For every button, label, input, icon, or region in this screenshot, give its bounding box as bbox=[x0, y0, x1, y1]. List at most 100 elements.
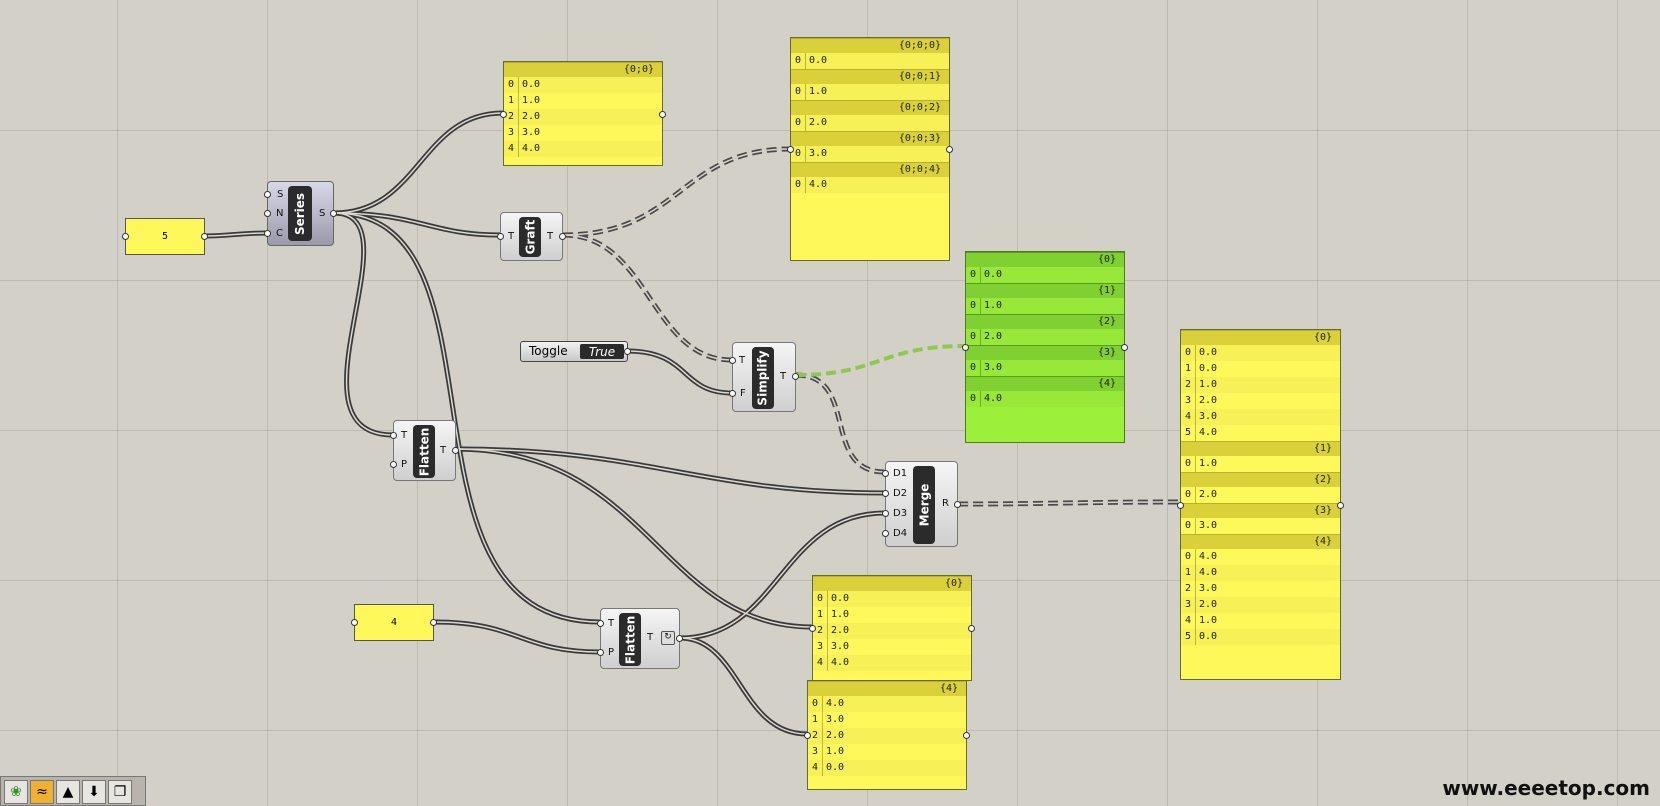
sprout-icon[interactable]: ❀ bbox=[4, 780, 28, 804]
item-index: 0 bbox=[795, 148, 802, 159]
item-value: 3.0 bbox=[831, 641, 850, 652]
graft-component[interactable]: T Graft T bbox=[497, 212, 566, 261]
item-index: 0 bbox=[970, 269, 977, 280]
output-t[interactable]: T bbox=[647, 632, 654, 643]
item-index: 2 bbox=[508, 111, 515, 122]
input-d2[interactable]: D2 bbox=[893, 488, 908, 499]
item-index: 1 bbox=[508, 95, 515, 106]
output-t[interactable]: T bbox=[547, 231, 554, 242]
item-index: 1 bbox=[817, 609, 824, 620]
item-value: 1.0 bbox=[831, 609, 850, 620]
item-index: 1 bbox=[812, 714, 819, 725]
boolean-toggle[interactable]: Toggle True bbox=[520, 341, 631, 362]
item-value: 4.0 bbox=[1199, 551, 1218, 562]
item-value: 3.0 bbox=[1199, 411, 1218, 422]
input-s[interactable]: S bbox=[277, 189, 284, 200]
branch-path: {2} bbox=[1181, 472, 1340, 487]
item-index: 0 bbox=[812, 698, 819, 709]
input-t[interactable]: T bbox=[508, 231, 515, 242]
input-p[interactable]: P bbox=[401, 459, 408, 470]
item-index: 0 bbox=[970, 393, 977, 404]
wire bbox=[202, 230, 270, 239]
flatten-path-icon[interactable]: ↻ bbox=[661, 631, 675, 645]
item-index: 0 bbox=[1185, 551, 1192, 562]
input-t[interactable]: T bbox=[401, 430, 408, 441]
input-p[interactable]: P bbox=[608, 647, 615, 658]
simplify-component[interactable]: T F Simplify T bbox=[729, 342, 799, 412]
branch-path: {1} bbox=[966, 283, 1124, 298]
output-t[interactable]: T bbox=[440, 445, 447, 456]
input-n[interactable]: N bbox=[276, 208, 284, 219]
item-index: 2 bbox=[1185, 583, 1192, 594]
branch-path: {1} bbox=[1181, 441, 1340, 456]
component-nickname: Series bbox=[288, 186, 312, 241]
sound-wave-icon[interactable]: ≈ bbox=[30, 780, 54, 804]
wire bbox=[677, 635, 810, 737]
series-component[interactable]: S N C Series S bbox=[264, 181, 337, 246]
item-value: 4.0 bbox=[831, 657, 850, 668]
input-t[interactable]: T bbox=[739, 355, 746, 366]
flatten-component[interactable]: T P Flatten T bbox=[390, 420, 459, 481]
item-value: 3.0 bbox=[809, 148, 828, 159]
item-index: 4 bbox=[1185, 411, 1192, 422]
item-index: 1 bbox=[1185, 363, 1192, 374]
component-nickname: Graft bbox=[519, 217, 541, 257]
download-icon[interactable]: ⬇ bbox=[82, 780, 106, 804]
branch-path: {0} bbox=[813, 576, 971, 591]
input-d1[interactable]: D1 bbox=[893, 468, 908, 479]
input-d4[interactable]: D4 bbox=[893, 528, 908, 539]
tree-icon[interactable]: ▲ bbox=[56, 780, 80, 804]
item-index: 2 bbox=[1185, 379, 1192, 390]
output-r[interactable]: R bbox=[942, 498, 949, 509]
item-value: 2.0 bbox=[809, 117, 828, 128]
merge-component[interactable]: D1 D2 D3 D4 Merge R bbox=[882, 461, 961, 547]
toggle-value[interactable]: True bbox=[580, 344, 624, 359]
input-f[interactable]: F bbox=[740, 388, 746, 399]
item-index: 0 bbox=[970, 300, 977, 311]
item-value: 0.0 bbox=[826, 762, 845, 773]
item-index: 3 bbox=[1185, 599, 1192, 610]
stack-icon[interactable]: ❐ bbox=[108, 780, 132, 804]
item-value: 1.0 bbox=[826, 746, 845, 757]
output-t[interactable]: T bbox=[780, 371, 787, 382]
output-s[interactable]: S bbox=[319, 208, 326, 219]
number-slider-count[interactable]: 5 bbox=[122, 218, 208, 255]
input-c[interactable]: C bbox=[276, 228, 283, 239]
wire bbox=[331, 210, 396, 438]
input-t[interactable]: T bbox=[608, 618, 615, 629]
item-value: 1.0 bbox=[1199, 458, 1218, 469]
component-nickname: Simplify bbox=[752, 347, 774, 409]
flatten-component[interactable]: T P Flatten T ↻ bbox=[597, 608, 683, 669]
item-value: 4.0 bbox=[1199, 427, 1218, 438]
item-value: 1.0 bbox=[984, 300, 1003, 311]
item-index: 3 bbox=[812, 746, 819, 757]
number-slider-path[interactable]: 4 bbox=[351, 604, 437, 641]
item-value: 4.0 bbox=[984, 393, 1003, 404]
wire bbox=[453, 446, 815, 630]
input-d3[interactable]: D3 bbox=[893, 508, 908, 519]
